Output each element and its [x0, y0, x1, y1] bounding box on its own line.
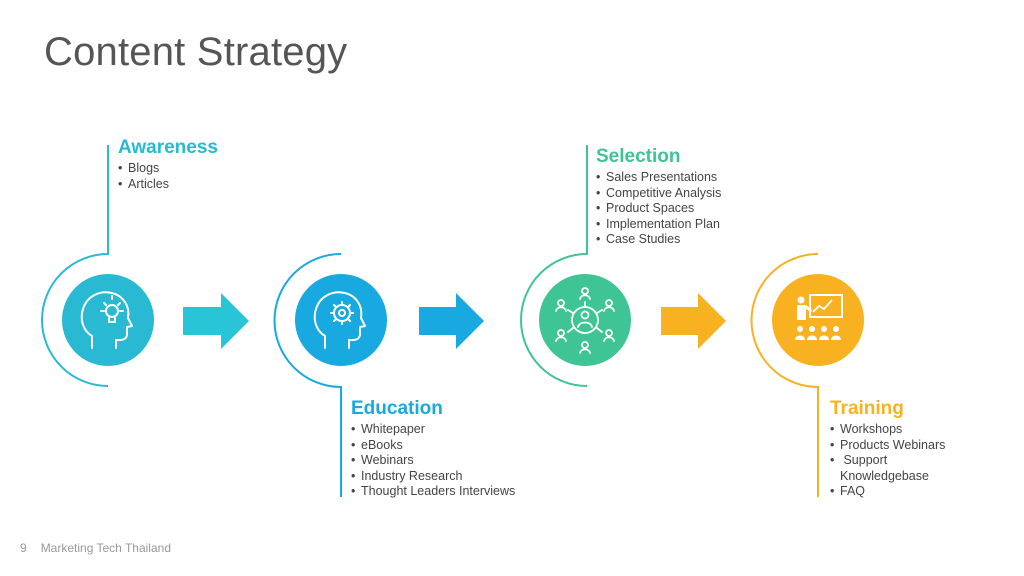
presentation-audience-icon	[795, 294, 843, 340]
list-item: eBooks	[351, 438, 515, 454]
list-item: Sales Presentations	[596, 170, 721, 186]
stage-item-list: Workshops Products Webinars Support Know…	[830, 422, 945, 500]
stage-item-list: Blogs Articles	[118, 161, 218, 192]
stage-selection-graphic	[520, 145, 726, 387]
stage-training-graphic	[750, 253, 864, 497]
list-item: Whitepaper	[351, 422, 515, 438]
stage-circle	[539, 274, 631, 366]
list-item: Blogs	[118, 161, 218, 177]
list-item: Articles	[118, 177, 218, 193]
stage-circle	[772, 274, 864, 366]
stage-title: Awareness	[118, 137, 218, 158]
list-item: Workshops	[830, 422, 945, 438]
stage-education-text: Education Whitepaper eBooks Webinars Ind…	[351, 398, 515, 500]
arrow-3	[661, 293, 726, 349]
footer: 9 Marketing Tech Thailand	[20, 541, 171, 555]
list-item: Products Webinars	[830, 438, 945, 454]
people-network-icon	[555, 287, 615, 354]
stage-selection-text: Selection Sales Presentations Competitiv…	[596, 146, 721, 248]
footer-text: Marketing Tech Thailand	[40, 541, 171, 555]
stage-education-graphic	[273, 253, 484, 497]
stage-title: Education	[351, 398, 443, 419]
stage-title: Selection	[596, 146, 681, 167]
stage-title: Training	[830, 398, 904, 419]
page-number: 9	[20, 541, 27, 555]
list-item: Case Studies	[596, 232, 721, 248]
list-item: FAQ	[830, 484, 945, 500]
stage-item-list: Sales Presentations Competitive Analysis…	[596, 170, 721, 248]
head-lightbulb-icon	[80, 291, 133, 349]
list-item: Thought Leaders Interviews	[351, 484, 515, 500]
stage-awareness-graphic	[41, 145, 249, 387]
connector-line	[273, 253, 342, 497]
arrow-1	[183, 293, 249, 349]
connector-line	[750, 253, 819, 497]
arrow-2	[419, 293, 484, 349]
list-item: Competitive Analysis	[596, 186, 721, 202]
stage-awareness-text: Awareness Blogs Articles	[118, 137, 218, 192]
connector-line	[520, 145, 588, 387]
connector-line	[41, 145, 109, 387]
stage-training-text: Training Workshops Products Webinars Sup…	[830, 398, 945, 500]
list-item: Industry Research	[351, 469, 515, 485]
list-item: Implementation Plan	[596, 217, 721, 233]
list-item: Webinars	[351, 453, 515, 469]
list-item: Support Knowledgebase	[830, 453, 945, 484]
head-gear-icon	[313, 291, 366, 349]
stage-item-list: Whitepaper eBooks Webinars Industry Rese…	[351, 422, 515, 500]
list-item: Product Spaces	[596, 201, 721, 217]
page-title: Content Strategy	[44, 30, 348, 74]
